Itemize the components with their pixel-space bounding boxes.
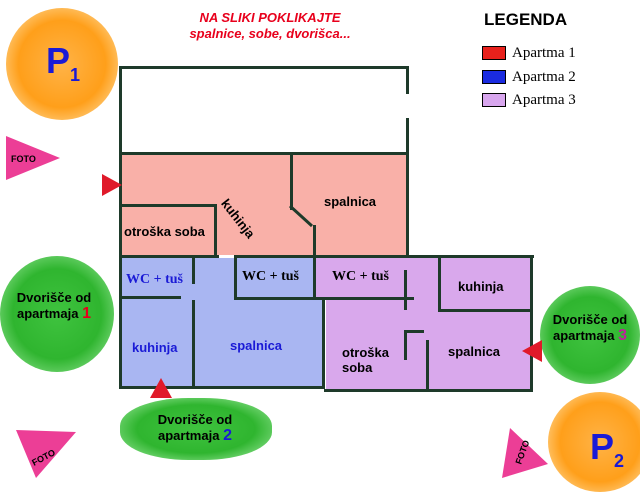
arrow-right-icon[interactable] <box>102 174 124 196</box>
legend-title: LEGENDA <box>484 10 568 29</box>
wall <box>234 255 237 300</box>
parking-2-area[interactable]: P2 <box>548 392 640 492</box>
instruction-line-1: NA SLIKI POKLIKAJTE <box>199 10 341 25</box>
yard-apartma-2[interactable] <box>120 398 272 460</box>
wall <box>438 309 532 312</box>
yard-3-label: Dvorišče od apartmaja 3 <box>552 312 628 344</box>
instruction-line-2: spalnice, sobe, dvorišca... <box>189 26 351 41</box>
yard-apartma-3[interactable] <box>540 286 640 384</box>
room-apartma-1-bedroom[interactable]: spalnica <box>324 194 377 209</box>
parking-1-area[interactable]: P1 <box>6 8 118 120</box>
wall <box>322 297 325 389</box>
photo-marker-1[interactable]: FOTO <box>2 132 62 184</box>
room-apartma-2-kitchen[interactable]: kuhinja <box>132 340 178 355</box>
wall <box>192 258 195 284</box>
wall <box>234 297 324 300</box>
wall <box>119 66 122 388</box>
room-apartma-2-bedroom[interactable]: spalnica <box>230 338 283 353</box>
wall <box>119 296 181 299</box>
wall <box>192 300 195 388</box>
legend-item-apartma-1: Apartma 1 <box>482 44 576 62</box>
door-swing-icon <box>288 204 314 228</box>
legend-swatch-purple <box>482 93 506 107</box>
wall <box>119 152 409 155</box>
arrow-left-icon[interactable] <box>522 340 544 362</box>
apartma-2-zone <box>121 258 325 386</box>
apartma-3-top-zone <box>316 258 530 298</box>
wall <box>119 386 325 389</box>
wall <box>119 66 409 69</box>
wall <box>324 389 533 392</box>
wall <box>426 340 429 392</box>
wall <box>406 118 409 258</box>
room-apartma-1-wc[interactable]: WC + tuš <box>242 269 299 284</box>
legend-item-apartma-3: Apartma 3 <box>482 91 576 109</box>
photo-marker-2[interactable]: FOTO <box>10 424 78 480</box>
wall <box>530 255 533 392</box>
photo-marker-3[interactable]: FOTO <box>500 424 550 480</box>
legend-label: Apartma 1 <box>512 44 576 61</box>
parking-2-label: P2 <box>590 426 625 471</box>
wall <box>119 204 215 207</box>
wall <box>290 152 293 210</box>
wall <box>313 225 316 300</box>
wall <box>438 255 441 311</box>
legend-swatch-red <box>482 46 506 60</box>
instruction-text: NA SLIKI POKLIKAJTE spalnice, sobe, dvor… <box>160 10 380 42</box>
legend-item-apartma-2: Apartma 2 <box>482 68 576 86</box>
room-apartma-3-kids-room[interactable]: otroška soba <box>342 345 389 375</box>
legend-swatch-blue <box>482 70 506 84</box>
room-apartma-1-kids-room[interactable]: otroška soba <box>124 224 205 239</box>
wall <box>404 330 407 360</box>
wall <box>119 255 219 258</box>
wall <box>404 270 407 310</box>
legend-label: Apartma 2 <box>512 68 576 85</box>
yard-1-label: Dvorišče od apartmaja 1 <box>16 290 92 322</box>
photo-marker-label: FOTO <box>11 154 36 164</box>
wall <box>324 297 414 300</box>
wall <box>404 330 424 333</box>
room-apartma-3-bedroom[interactable]: spalnica <box>448 344 501 359</box>
wall <box>406 66 409 94</box>
yard-2-label: Dvorišče od apartmaja 2 <box>157 412 233 444</box>
yard-apartma-1[interactable] <box>0 256 114 372</box>
legend-label: Apartma 3 <box>512 91 576 108</box>
wall <box>214 204 217 256</box>
arrow-up-icon[interactable] <box>150 378 172 400</box>
room-apartma-3-wc[interactable]: WC + tuš <box>332 269 389 284</box>
wall <box>234 255 534 258</box>
room-apartma-3-kitchen[interactable]: kuhinja <box>458 279 504 294</box>
room-apartma-2-wc[interactable]: WC + tuš <box>126 272 183 287</box>
parking-1-label: P1 <box>46 40 81 85</box>
